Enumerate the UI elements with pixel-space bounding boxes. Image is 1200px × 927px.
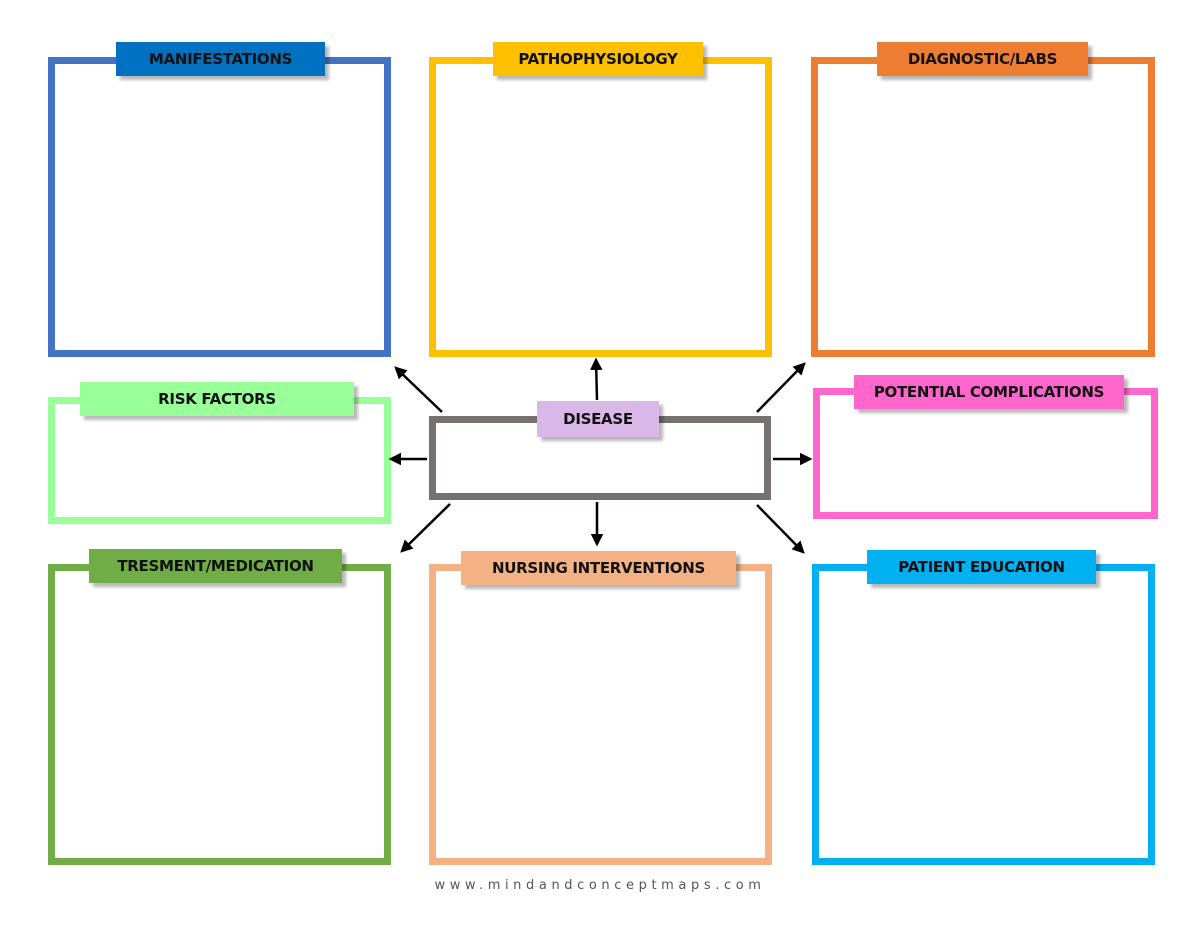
pathophysiology-label: PATHOPHYSIOLOGY	[493, 42, 703, 76]
arrow-to-manifestations	[394, 366, 443, 413]
website-footer: www.mindandconceptmaps.com	[434, 878, 766, 893]
risk-factors-label: RISK FACTORS	[80, 382, 354, 416]
arrow-to-diagnostic	[756, 362, 806, 413]
patient-education-label: PATIENT EDUCATION	[867, 550, 1096, 584]
pathophysiology-box	[429, 57, 772, 357]
treatment-medication-label: TRESMENT/MEDICATION	[89, 549, 342, 583]
treatment-medication-box	[48, 564, 391, 865]
manifestations-label: MANIFESTATIONS	[116, 42, 325, 76]
diagnostic-labs-label: DIAGNOSTIC/LABS	[877, 42, 1088, 76]
arrow-to-treatment	[400, 503, 451, 553]
arrow-to-education	[756, 504, 805, 554]
disease-label: DISEASE	[537, 401, 659, 437]
potential-complications-label: POTENTIAL COMPLICATIONS	[854, 375, 1124, 409]
nursing-interventions-label: NURSING INTERVENTIONS	[461, 551, 736, 585]
diagnostic-labs-box	[811, 57, 1155, 357]
arrow-to-pathophysiology	[590, 357, 603, 401]
